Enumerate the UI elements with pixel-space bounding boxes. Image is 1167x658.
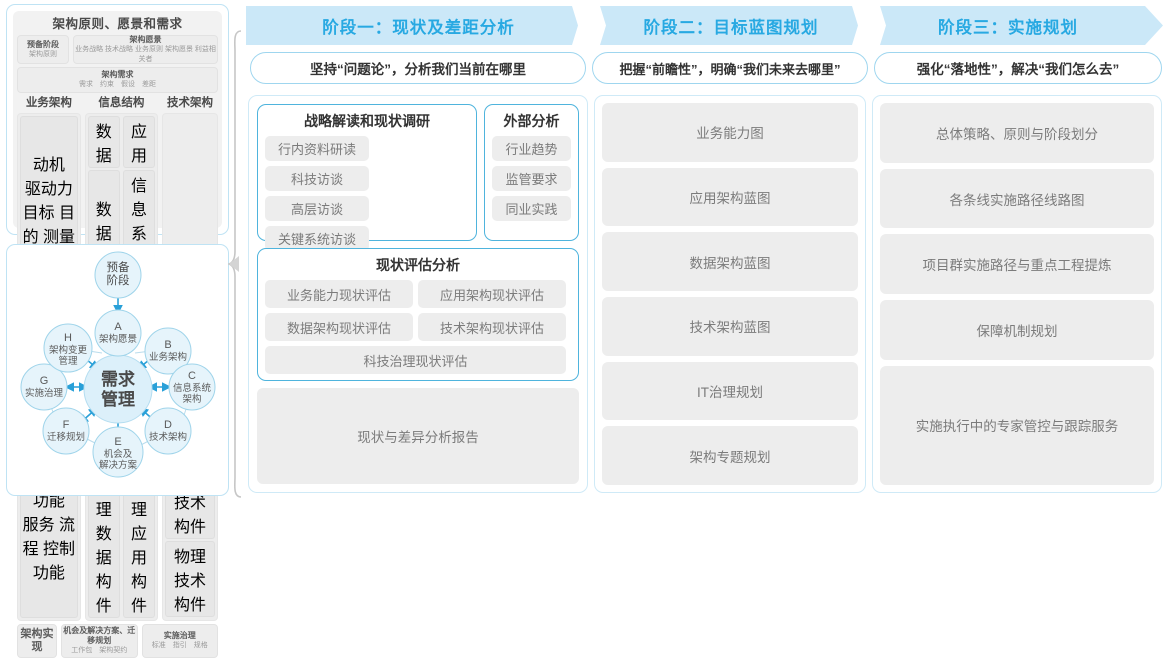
adm-node-b-label: 业务架构 bbox=[149, 351, 187, 363]
adm-node-a-label: 架构愿景 bbox=[99, 333, 137, 345]
chip-item[interactable]: 行业趋势 bbox=[492, 136, 571, 161]
phase-3-column: 总体策略、原则与阶段划分 各条线实施路径线路图 项目群实施路径与重点工程提炼 保… bbox=[872, 95, 1162, 493]
phase-1-report-box[interactable]: 现状与差异分析报告 bbox=[257, 388, 579, 484]
phase-2-item[interactable]: 技术架构蓝图 bbox=[602, 297, 858, 356]
phase-subtitle-1: 坚持“问题论”，分析我们当前在哪里 bbox=[250, 52, 586, 84]
chip-item[interactable]: 监管要求 bbox=[492, 166, 571, 191]
adm-center-line1: 需求 bbox=[101, 369, 135, 389]
togaf-content-framework-panel: 架构原则、愿景和需求 预备阶段 架构原则 架构愿景 业务战略 技术战略 业务原则… bbox=[6, 4, 229, 658]
adm-node-h-label2: 管理 bbox=[58, 355, 78, 367]
adm-node-d-letter: D bbox=[164, 419, 172, 431]
adm-node-f-label: 迁移规划 bbox=[47, 431, 85, 443]
phase-3-item[interactable]: 各条线实施路径线路图 bbox=[880, 168, 1154, 229]
phase-subtitle-2: 把握“前瞻性”，明确“我们未来去哪里” bbox=[592, 52, 868, 84]
togaf-row-realization: 架构实现 机会及解决方案、迁移规划 工作包 架构契约 实施治理 标准 指引 规格 bbox=[17, 623, 218, 658]
phase-banner-3[interactable]: 阶段三：实施规划 bbox=[871, 6, 1145, 45]
chip-item[interactable]: 科技访谈 bbox=[265, 166, 369, 191]
chevron-tail-icon bbox=[1145, 6, 1163, 45]
card-current-state-assessment-title: 现状评估分析 bbox=[376, 257, 460, 273]
adm-node-b-letter: B bbox=[164, 339, 171, 351]
adm-node-c-label2: 架构 bbox=[182, 393, 201, 405]
adm-node-c bbox=[168, 363, 216, 411]
card-strategy-research-title: 战略解读和现状调研 bbox=[304, 113, 430, 129]
adm-node-g-label: 实施治理 bbox=[25, 387, 64, 399]
togaf-box-opportunity-migration: 机会及解决方案、迁移规划 工作包 架构契约 bbox=[61, 623, 138, 658]
togaf-box-requirements: 架构需求 需求 约束 假设 差距 bbox=[17, 67, 218, 93]
adm-node-h bbox=[43, 323, 93, 373]
adm-node-g bbox=[20, 363, 68, 411]
chip-item[interactable]: 应用架构现状评估 bbox=[418, 280, 566, 308]
phase-banner-3-text: 阶段三：实施规划 bbox=[938, 18, 1078, 37]
card-current-state-chips: 业务能力现状评估 应用架构现状评估 数据架构现状评估 技术架构现状评估 科技治理… bbox=[265, 280, 571, 374]
card-current-state-assessment: 现状评估分析 业务能力现状评估 应用架构现状评估 数据架构现状评估 技术架构现状… bbox=[257, 248, 579, 381]
phase-2-item[interactable]: 架构专题规划 bbox=[602, 426, 858, 486]
adm-node-f-letter: F bbox=[63, 419, 70, 431]
togaf-row-1: 预备阶段 架构原则 架构愿景 业务战略 技术战略 业务原则 架构愿景 利益相关者 bbox=[17, 35, 218, 64]
togaf-box-vision: 架构愿景 业务战略 技术战略 业务原则 架构愿景 利益相关者 bbox=[73, 35, 218, 64]
phase-banner-strip: 阶段一：现状及差距分析 阶段二：目标蓝图规划 阶段三：实施规划 bbox=[246, 6, 1163, 45]
left-column: 架构原则、愿景和需求 预备阶段 架构原则 架构愿景 业务战略 技术战略 业务原则… bbox=[6, 4, 242, 658]
adm-node-e-letter: E bbox=[114, 436, 121, 448]
togaf-title: 架构原则、愿景和需求 bbox=[52, 17, 183, 31]
card-external-analysis-title: 外部分析 bbox=[503, 113, 560, 129]
togaf-box-prelim: 预备阶段 架构原则 bbox=[17, 35, 69, 64]
phase-2-item-list: 业务能力图 应用架构蓝图 数据架构蓝图 技术架构蓝图 IT治理规划 架构专题规划 bbox=[595, 96, 865, 492]
phase-banner-2-text: 阶段二：目标蓝图规划 bbox=[643, 18, 819, 37]
adm-node-a bbox=[94, 309, 142, 357]
phase-subtitle-3-text: 强化“落地性”，解决“我们怎么去” bbox=[916, 62, 1120, 77]
phase-banner-2[interactable]: 阶段二：目标蓝图规划 bbox=[591, 6, 871, 45]
adm-node-h-label1: 架构变更 bbox=[49, 344, 88, 356]
togaf-label-realization: 架构实现 bbox=[17, 623, 57, 658]
chip-item[interactable]: 数据架构现状评估 bbox=[265, 313, 413, 341]
phase-2-item[interactable]: 应用架构蓝图 bbox=[602, 167, 858, 227]
phase-2-item[interactable]: 数据架构蓝图 bbox=[602, 232, 858, 292]
adm-node-e-label1: 机会及 bbox=[104, 448, 133, 460]
chip-item[interactable]: 同业实践 bbox=[492, 196, 571, 221]
adm-node-h-letter: H bbox=[64, 332, 72, 344]
adm-prelim-line1: 预备 bbox=[107, 260, 130, 274]
phase-subtitle-1-text: 坚持“问题论”，分析我们当前在哪里 bbox=[310, 62, 526, 77]
chip-item[interactable]: 业务能力现状评估 bbox=[265, 280, 413, 308]
diagram-canvas: 架构原则、愿景和需求 预备阶段 架构原则 架构愿景 业务战略 技术战略 业务原则… bbox=[6, 4, 1163, 658]
togaf-box-implementation-governance: 实施治理 标准 指引 规格 bbox=[141, 623, 218, 658]
phase-banner-1[interactable]: 阶段一：现状及差距分析 bbox=[246, 6, 591, 45]
phase-3-item[interactable]: 项目群实施路径与重点工程提炼 bbox=[880, 234, 1154, 295]
adm-node-e-label2: 解决方案 bbox=[99, 459, 138, 471]
adm-node-c-label1: 信息系统 bbox=[173, 382, 212, 394]
adm-node-e bbox=[92, 426, 144, 478]
adm-prelim-line2: 阶段 bbox=[107, 273, 130, 287]
phase-2-item[interactable]: 业务能力图 bbox=[602, 103, 858, 162]
phase-3-item[interactable]: 实施执行中的专家管控与跟踪服务 bbox=[880, 365, 1154, 486]
phase-2-item[interactable]: IT治理规划 bbox=[602, 361, 858, 421]
phase-3-item[interactable]: 总体策略、原则与阶段划分 bbox=[880, 103, 1154, 163]
phase-2-column: 业务能力图 应用架构蓝图 数据架构蓝图 技术架构蓝图 IT治理规划 架构专题规划 bbox=[594, 95, 866, 493]
adm-node-f bbox=[42, 407, 90, 455]
chip-item[interactable]: 行内资料研读 bbox=[265, 136, 369, 161]
adm-node-b bbox=[144, 327, 192, 375]
adm-node-d-label: 技术架构 bbox=[149, 431, 187, 443]
phase-1-column: 战略解读和现状调研 行内资料研读 科技访谈 高层访谈 关键系统访谈 业务访谈 系… bbox=[248, 95, 588, 493]
adm-node-g-letter: G bbox=[40, 375, 49, 387]
chip-item[interactable]: 技术架构现状评估 bbox=[418, 313, 566, 341]
card-strategy-research: 战略解读和现状调研 行内资料研读 科技访谈 高层访谈 关键系统访谈 业务访谈 系… bbox=[257, 104, 477, 311]
card-external-analysis: 外部分析 行业趋势 监管要求 同业实践 bbox=[484, 104, 579, 241]
adm-node-a-letter: A bbox=[114, 321, 122, 333]
phase-3-item-list: 总体策略、原则与阶段划分 各条线实施路径线路图 项目群实施路径与重点工程提炼 保… bbox=[873, 96, 1161, 492]
chip-item-wide[interactable]: 科技治理现状评估 bbox=[265, 346, 566, 374]
adm-cycle-diagram: 需求 管理 预备 阶段 A 架构愿景 B 业务架构 C 信息系统 架构 bbox=[20, 251, 216, 478]
phase-subtitle-2-text: 把握“前瞻性”，明确“我们未来去哪里” bbox=[619, 61, 841, 77]
phase-subtitle-3: 强化“落地性”，解决“我们怎么去” bbox=[874, 52, 1162, 84]
brace-connector-icon bbox=[228, 30, 242, 498]
phase-banner-1-text: 阶段一：现状及差距分析 bbox=[322, 18, 515, 37]
adm-center-line2: 管理 bbox=[101, 389, 135, 409]
phase-3-item[interactable]: 保障机制规划 bbox=[880, 300, 1154, 360]
adm-node-d bbox=[144, 407, 192, 455]
chip-item[interactable]: 高层访谈 bbox=[265, 196, 369, 221]
chip-item[interactable]: 关键系统访谈 bbox=[265, 226, 369, 251]
adm-node-c-letter: C bbox=[188, 370, 196, 382]
adm-cycle-panel: 需求 管理 预备 阶段 A 架构愿景 B 业务架构 C 信息系统 架构 bbox=[6, 244, 229, 496]
